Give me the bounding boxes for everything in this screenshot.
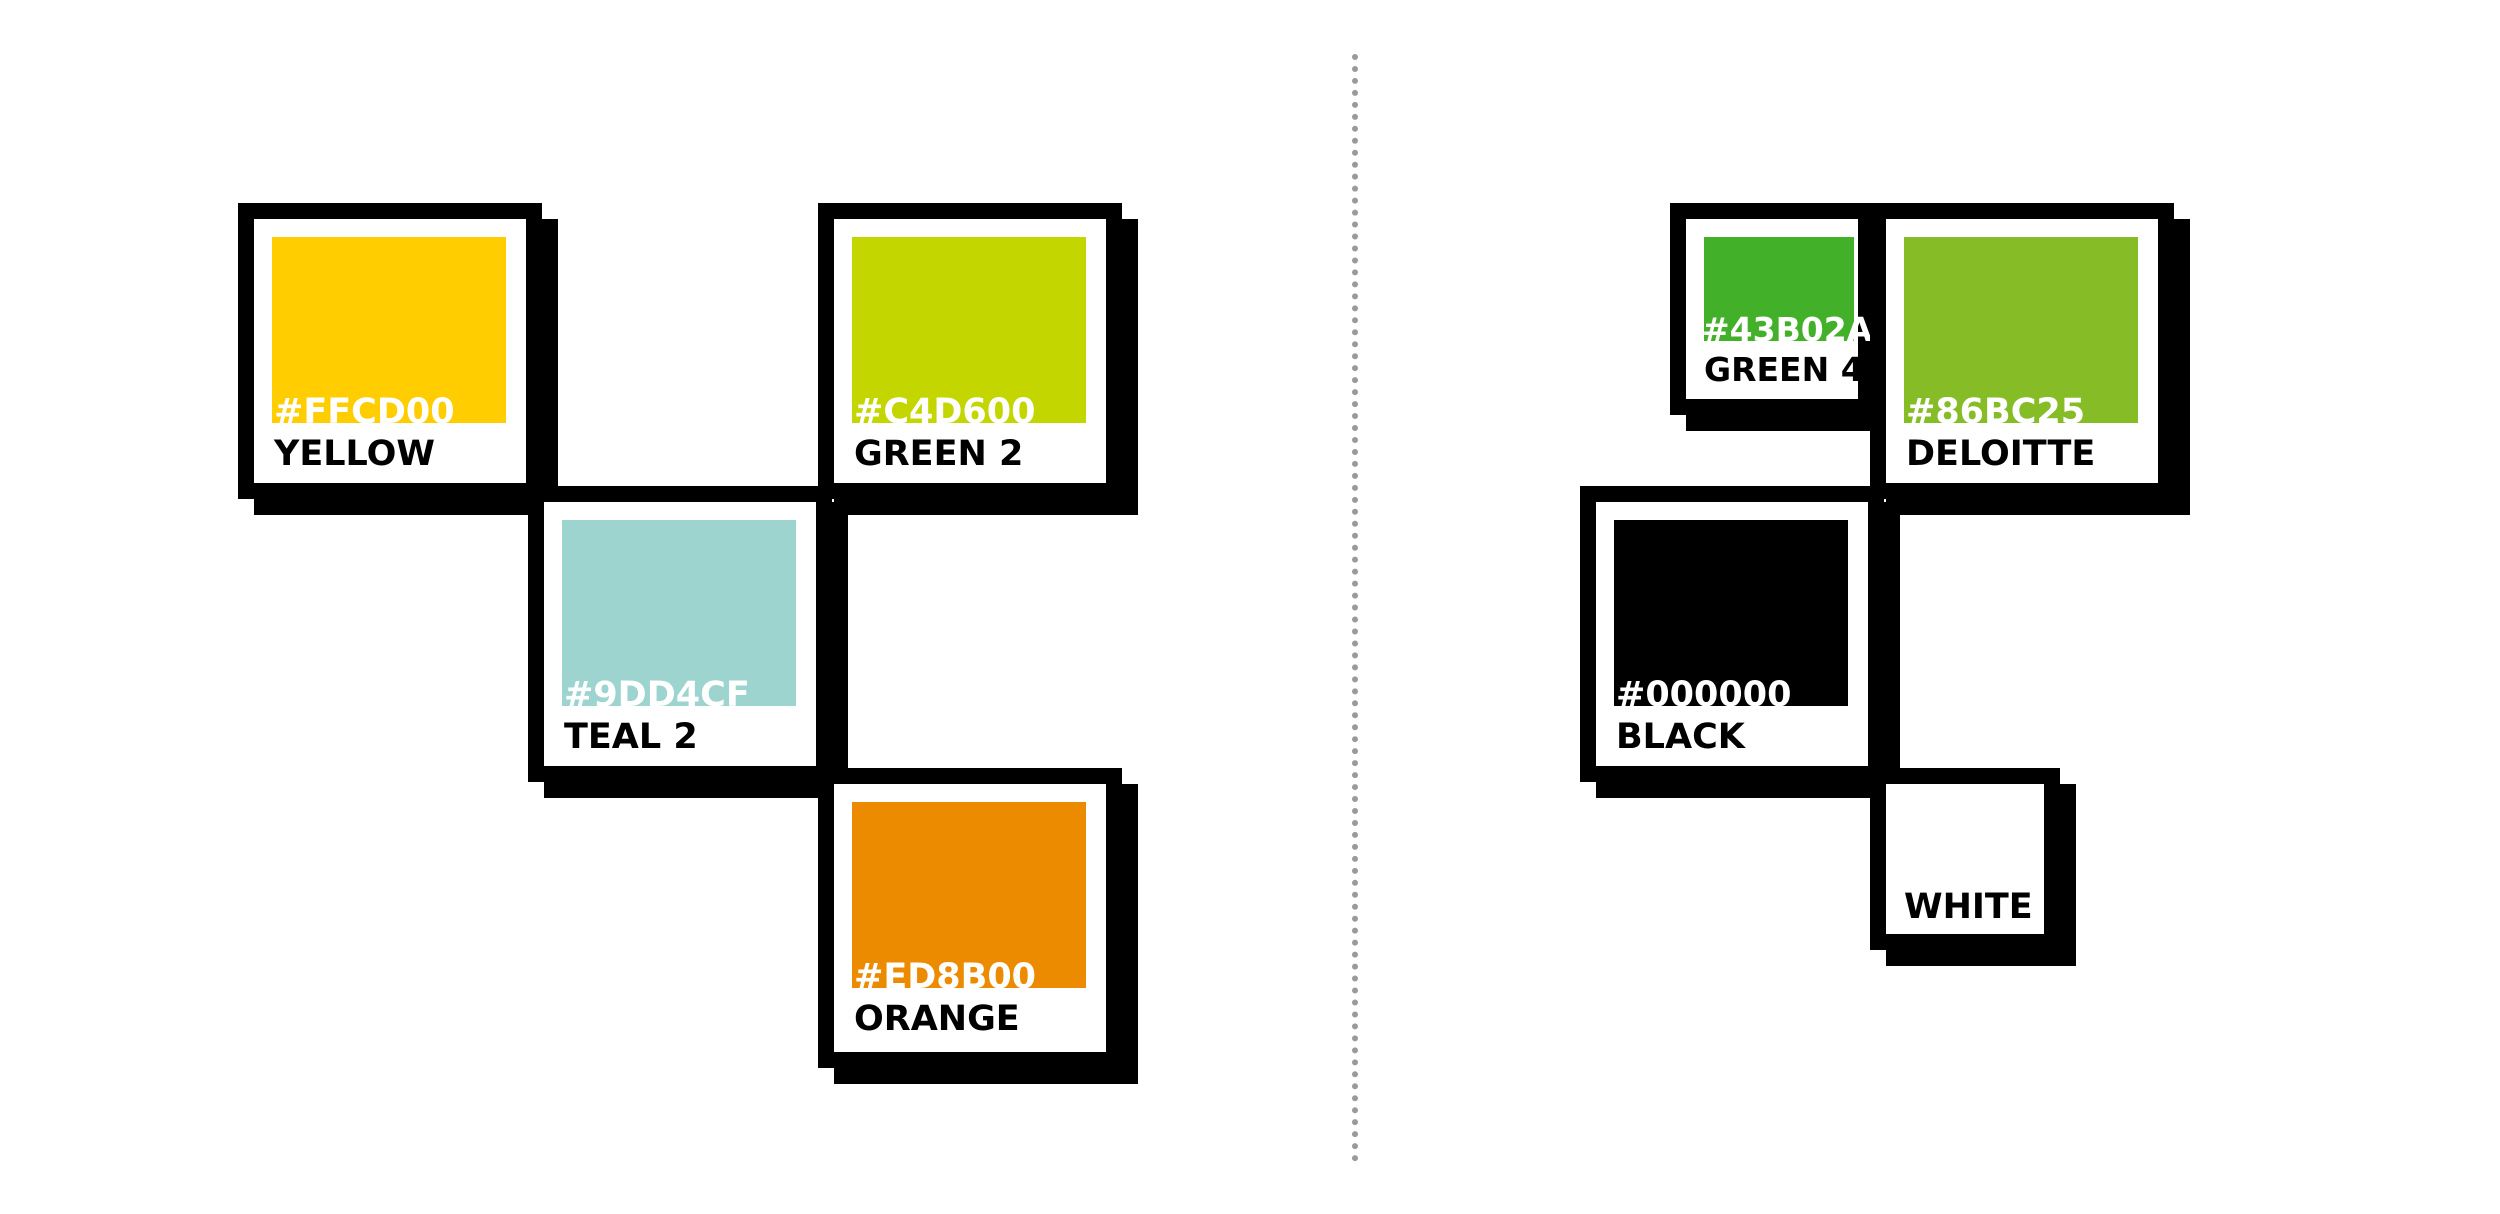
yellow-card: #FFCD00 YELLOW [238,203,542,499]
group-divider [1352,54,1358,1162]
deloitte-swatch [1904,237,2138,423]
green4-card: #43B02A GREEN 4 [1670,203,1874,415]
white-card: WHITE [1870,768,2060,950]
yellow-swatch [272,237,506,423]
green2-hex: #C4D600 [854,392,1036,432]
green2-name: GREEN 2 [854,434,1024,474]
black-name: BLACK [1616,717,1745,757]
green4-name: GREEN 4 [1704,350,1864,389]
black-hex: #000000 [1616,675,1792,715]
black-card: #000000 BLACK [1580,486,1884,782]
green4-swatch [1704,237,1854,341]
teal2-name: TEAL 2 [564,717,698,757]
white-name: WHITE [1904,887,2033,927]
orange-hex: #ED8B00 [854,957,1037,997]
orange-name: ORANGE [854,999,1020,1039]
yellow-hex: #FFCD00 [274,392,455,432]
orange-card: #ED8B00 ORANGE [818,768,1122,1068]
green4-hex: #43B02A [1702,310,1873,349]
teal2-card: #9DD4CF TEAL 2 [528,486,832,782]
deloitte-name: DELOITTE [1906,434,2096,474]
deloitte-card: #86BC25 DELOITTE [1870,203,2174,499]
teal2-swatch [562,520,796,706]
yellow-name: YELLOW [274,434,435,474]
deloitte-hex: #86BC25 [1906,392,2086,432]
teal2-hex: #9DD4CF [564,675,750,715]
green2-card: #C4D600 GREEN 2 [818,203,1122,499]
orange-swatch [852,802,1086,988]
green2-swatch [852,237,1086,423]
black-swatch [1614,520,1848,706]
